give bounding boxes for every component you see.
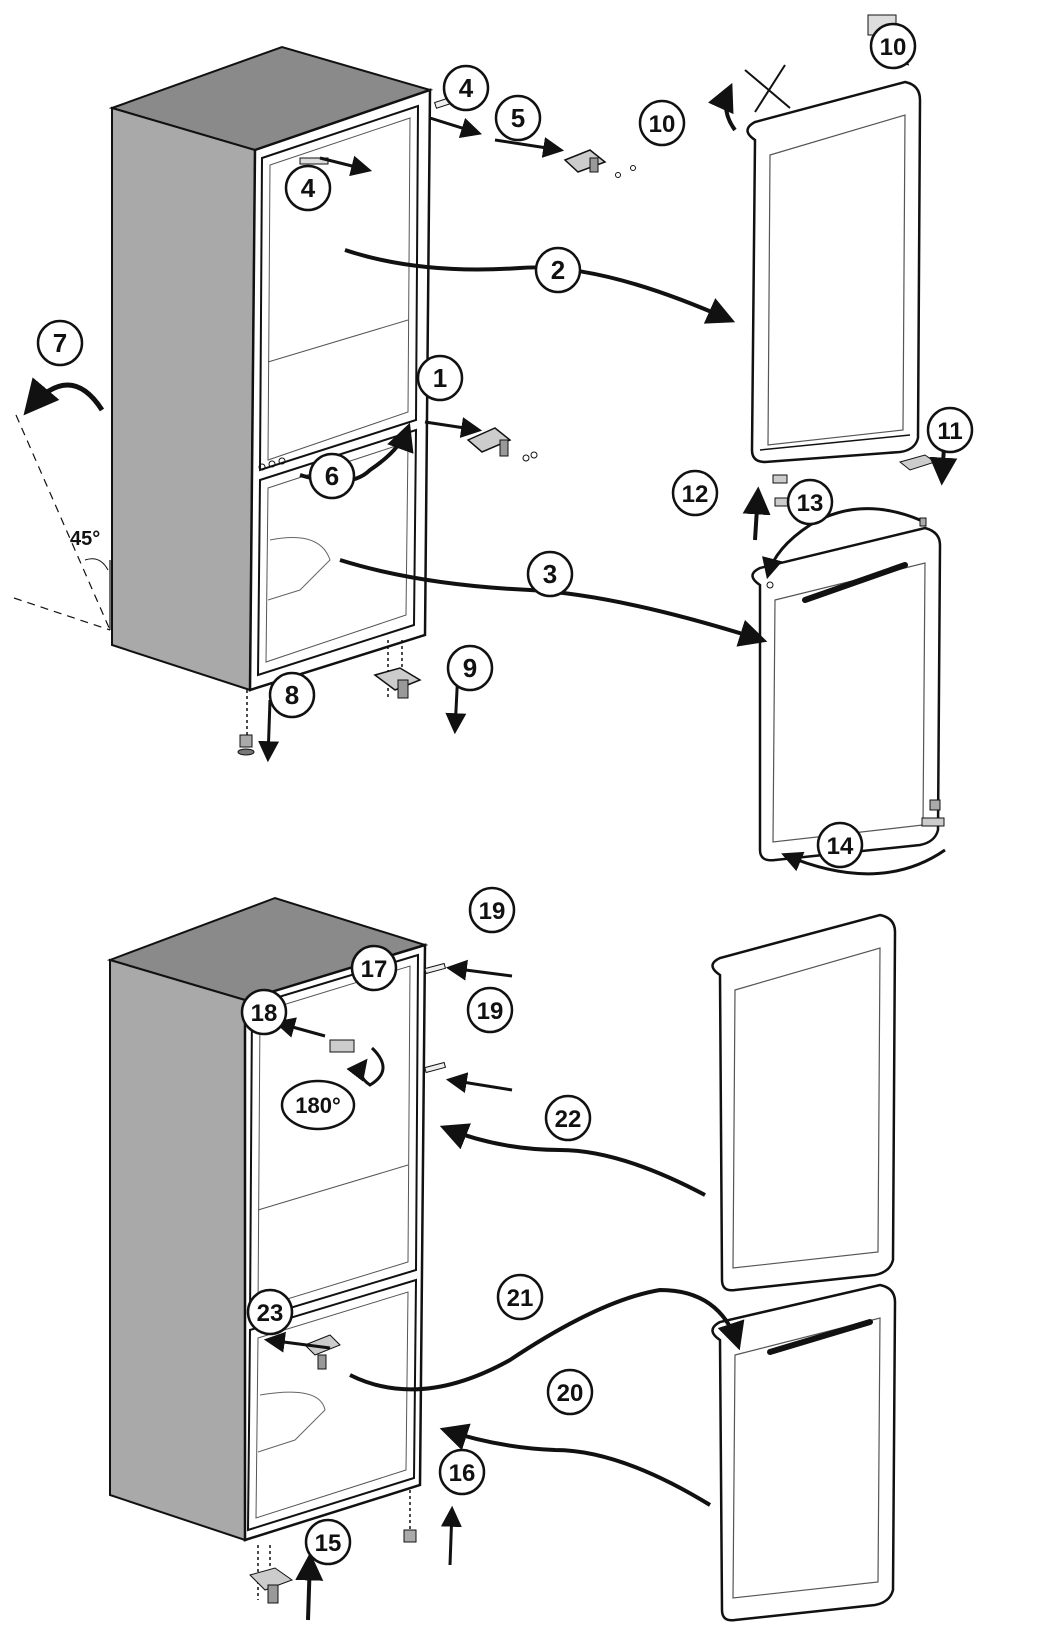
step-number: 13 <box>797 490 824 517</box>
step-number: 22 <box>555 1106 582 1133</box>
step-number: 7 <box>53 328 67 358</box>
bottom-hinge-after <box>249 1545 294 1604</box>
step-badge-circle <box>816 821 864 869</box>
step-number: 20 <box>557 1380 584 1407</box>
step-number: 10 <box>880 34 907 61</box>
angle-label: 45° <box>70 528 100 550</box>
step-badge-circle <box>246 1288 294 1336</box>
step-number: 15 <box>315 1530 342 1557</box>
step-badge-circle <box>546 1368 594 1416</box>
cross-mark <box>744 64 791 113</box>
arrows-bottom <box>263 959 745 1621</box>
freezer-compartment <box>256 428 418 677</box>
step-badge-circle <box>526 550 574 598</box>
freezer-door-after <box>711 1283 897 1622</box>
step-number: 1 <box>433 363 447 393</box>
step-number: 14 <box>827 833 854 860</box>
step-number: 21 <box>507 1285 534 1312</box>
door-hinge-parts <box>766 454 945 827</box>
step-badge-circle <box>438 1448 486 1496</box>
step-badge-circle <box>494 94 542 142</box>
step-badge-circle <box>308 452 356 500</box>
tilt-guide <box>13 377 111 631</box>
step-badge-circle <box>534 246 582 294</box>
step-number: 4 <box>459 73 474 103</box>
step-badge-circle <box>284 164 332 212</box>
middle-hinge <box>466 427 538 462</box>
foot-after <box>403 1490 417 1543</box>
cabinet-side-after <box>109 958 246 1542</box>
step-number: 5 <box>511 103 525 133</box>
adjustable-foot <box>237 690 255 756</box>
fridge-door-before <box>746 80 922 464</box>
step-badge-circle <box>466 986 514 1034</box>
step-number: 18 <box>251 1000 278 1027</box>
step-badge-circle <box>926 406 974 454</box>
step-badge-circle <box>544 1094 592 1142</box>
step-number: 11 <box>937 418 962 445</box>
freezer-door-before <box>751 526 942 862</box>
step-number: 3 <box>543 559 557 589</box>
step-badge-circle <box>446 644 494 692</box>
step-number: 2 <box>551 255 565 285</box>
cabinet-front-after <box>243 943 427 1542</box>
bottom-hinge-part <box>373 640 422 700</box>
step-badge-circle <box>268 671 316 719</box>
fridge-door-after <box>711 913 897 1292</box>
step-number: 19 <box>479 898 506 925</box>
step-number: 8 <box>285 680 299 710</box>
step-number: 6 <box>325 461 339 491</box>
top-hinge <box>563 149 636 178</box>
step-badge-circle <box>496 1273 544 1321</box>
step-badge-circle <box>442 64 490 112</box>
cabinet-side <box>111 106 257 692</box>
step-number: 9 <box>463 653 477 683</box>
step-number: 23 <box>257 1300 284 1327</box>
step-number: 12 <box>682 481 709 508</box>
step-badge-circle <box>36 319 84 367</box>
fridge-before <box>108 45 434 692</box>
step-number: 17 <box>361 956 388 983</box>
step-number: 19 <box>477 998 504 1025</box>
step-badge-circle <box>786 478 834 526</box>
step-badge-circle <box>671 469 719 517</box>
rotation-label: 180° <box>295 1093 341 1118</box>
rotation-badge <box>280 1079 356 1131</box>
fridge-compartment <box>258 104 420 472</box>
step-badge-circle <box>240 988 288 1036</box>
cabinet-front <box>248 88 432 692</box>
step-badge-circle <box>869 22 917 70</box>
step-number: 16 <box>449 1460 476 1487</box>
step-number: 4 <box>301 173 316 203</box>
step-badge-circle <box>304 1518 352 1566</box>
step-badge-circle <box>350 944 398 992</box>
step-badge-circle <box>416 354 464 402</box>
step-badge-circle <box>468 886 516 934</box>
step-badge-circle <box>638 99 686 147</box>
step-number: 10 <box>649 111 676 138</box>
